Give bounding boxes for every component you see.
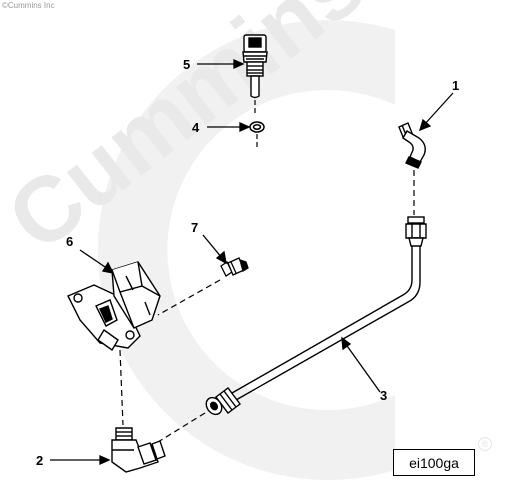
part-3-tube-assembly xyxy=(205,216,427,416)
part-1-elbow-fitting xyxy=(398,122,426,169)
callout-6: 6 xyxy=(66,234,73,249)
leader-dash-7-6 xyxy=(157,279,221,316)
callout-5: 5 xyxy=(183,57,190,72)
figure-id-label: ei100ga xyxy=(393,449,475,476)
callout-leaders xyxy=(50,58,454,466)
part-6-housing xyxy=(67,261,161,352)
watermark-c-shape xyxy=(97,20,396,480)
part-7-plug-fitting xyxy=(220,257,249,277)
watermark: Cummins xyxy=(0,0,396,480)
callout-3: 3 xyxy=(380,388,387,403)
callout-7: 7 xyxy=(191,220,198,235)
part-2-elbow xyxy=(111,427,166,473)
callout-4: 4 xyxy=(192,120,200,135)
copyright-text: ©Cummins Inc xyxy=(2,1,55,10)
part-5-sensor xyxy=(242,34,268,99)
callout-1: 1 xyxy=(452,78,459,93)
part-4-o-ring xyxy=(249,121,265,133)
callout-2: 2 xyxy=(36,453,43,468)
registered-mark: ® xyxy=(478,437,492,451)
leader-dash-6-2 xyxy=(119,349,124,426)
